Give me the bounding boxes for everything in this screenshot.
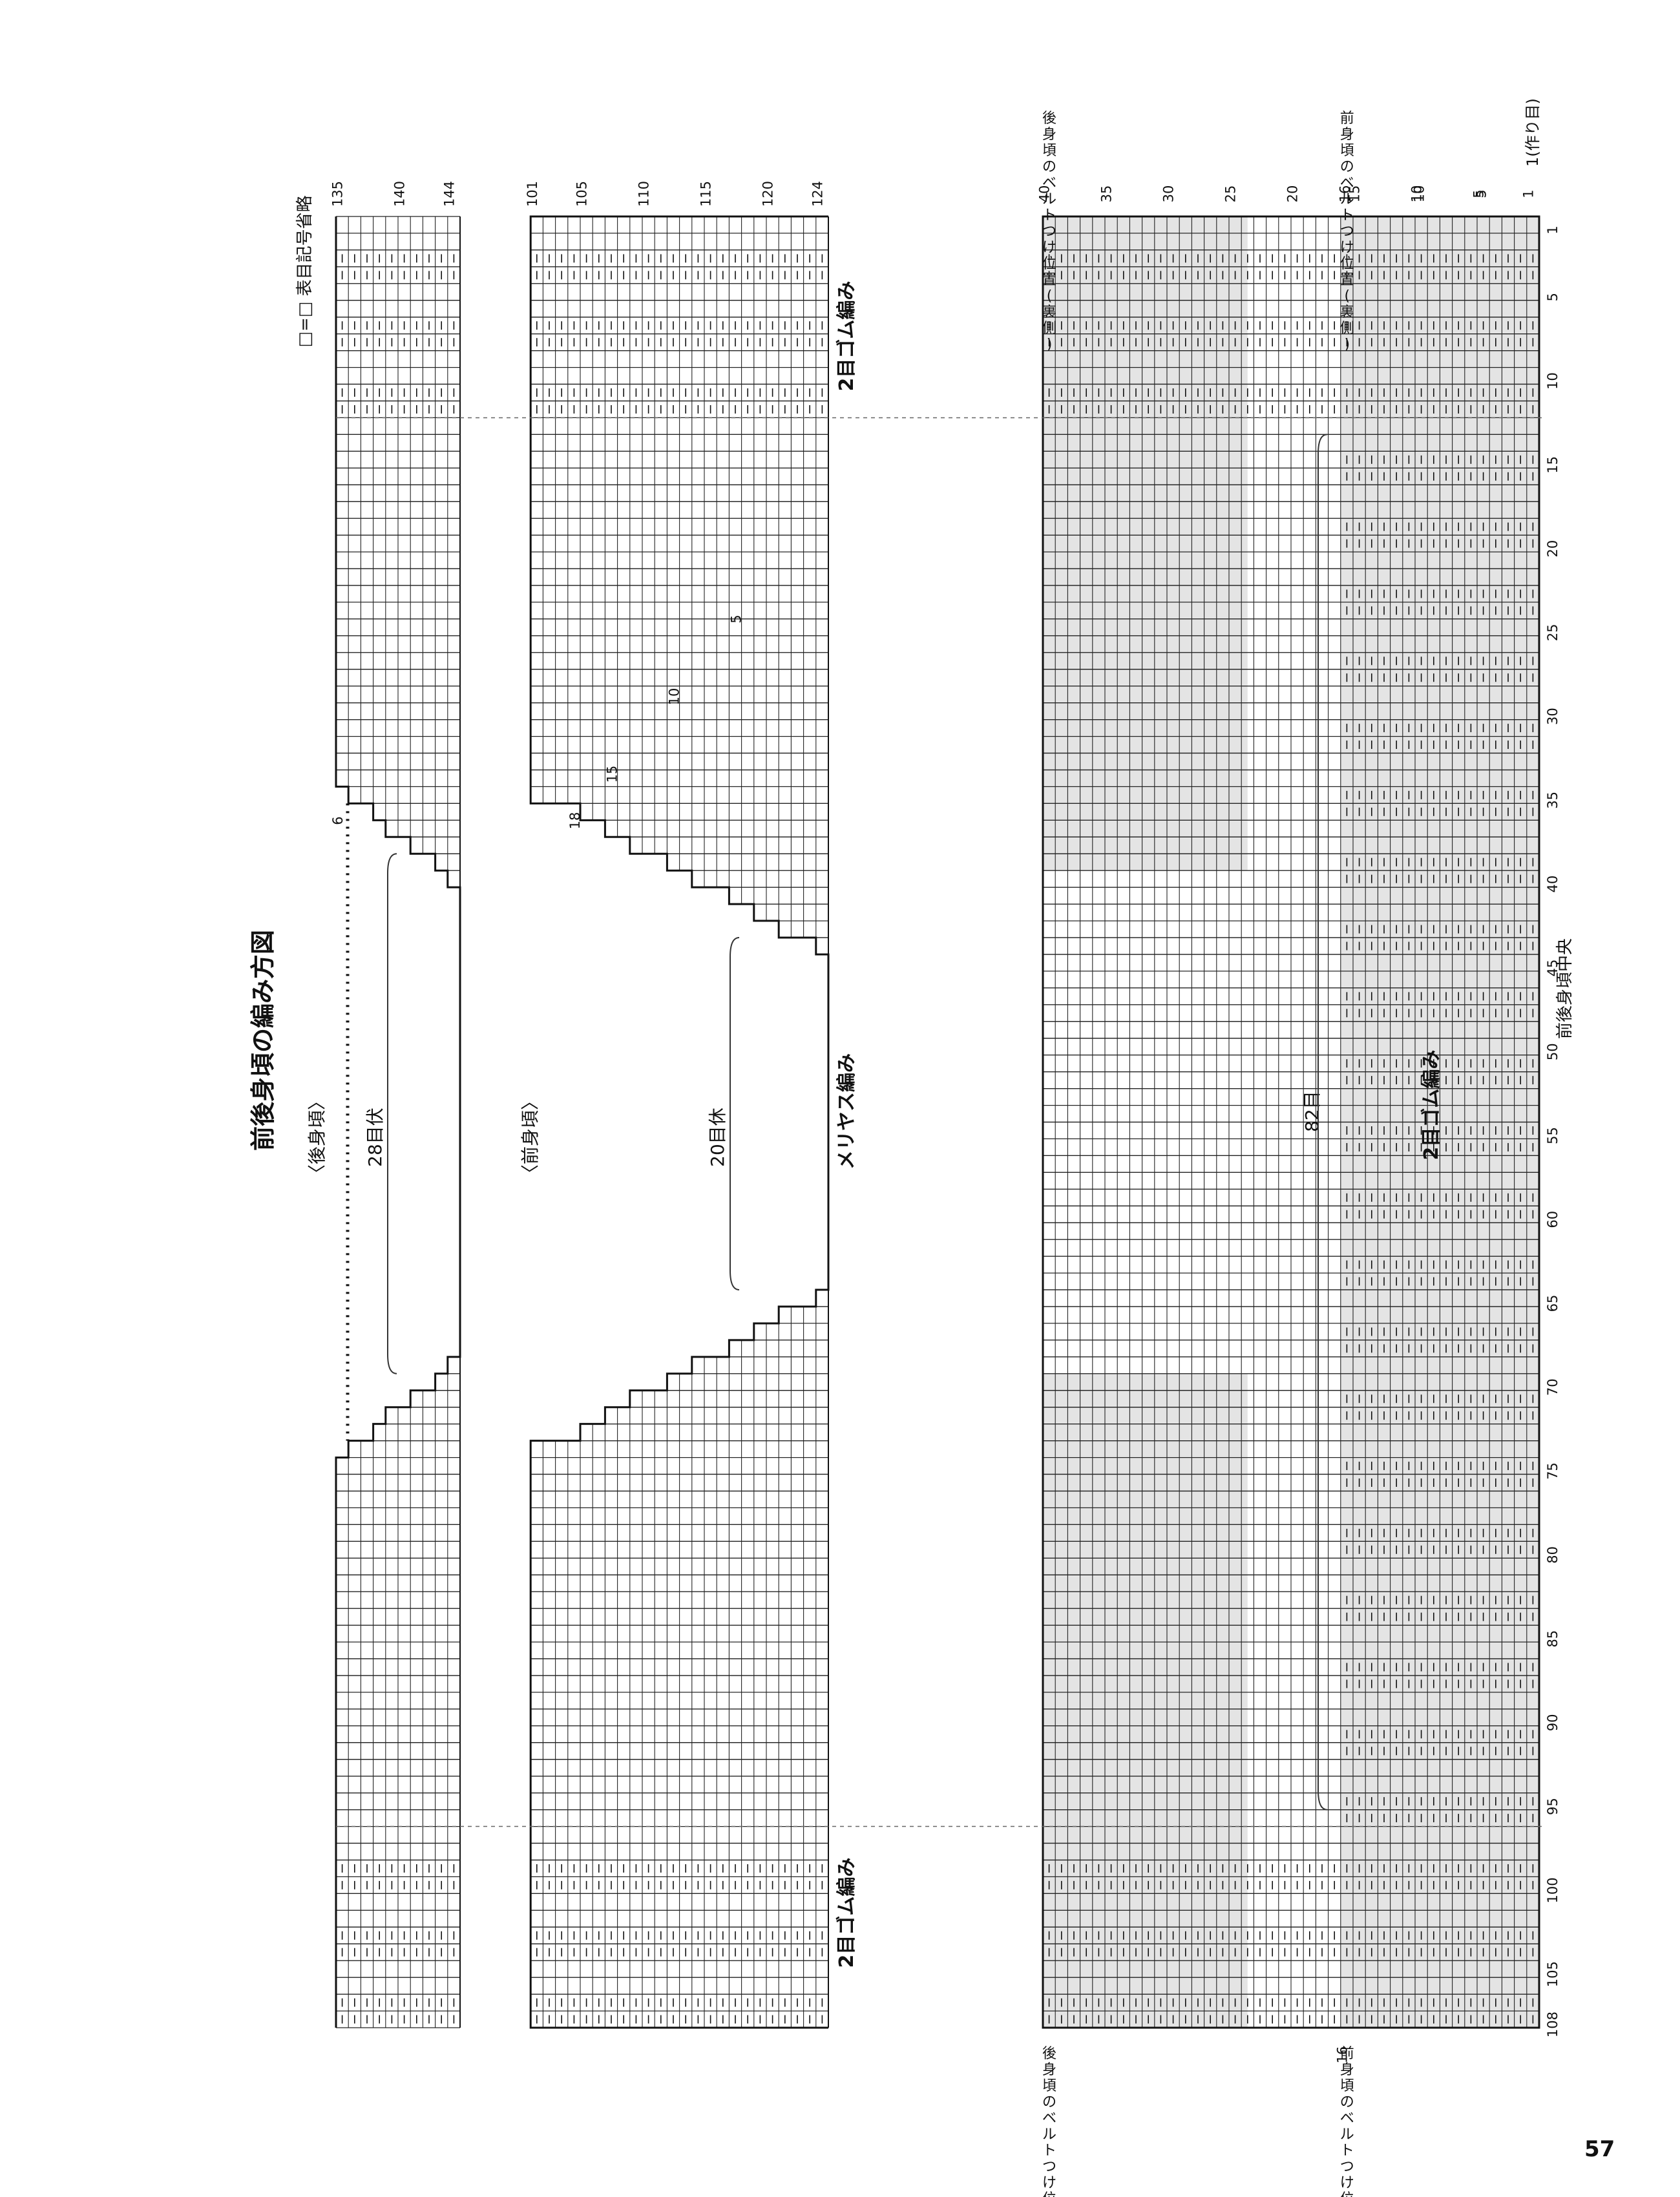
front-panel-grid: [530, 216, 829, 2028]
main-panel-grid: [1042, 216, 1540, 2028]
belt-position-shading: [1043, 1373, 1248, 2028]
belt-position-shading: [1043, 216, 1248, 871]
main-panel-outline: [1042, 215, 1540, 2029]
